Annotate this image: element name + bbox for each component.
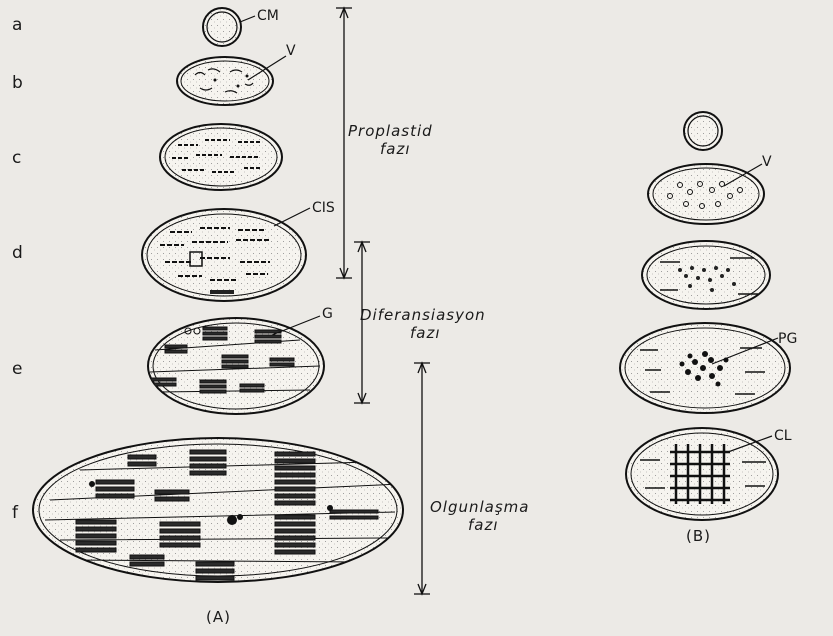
stage-f-chloroplast (33, 438, 403, 582)
stage-b1-proplastid (684, 112, 722, 150)
phase-olgunlasma-line2: fazı (468, 516, 499, 534)
phase-bar-proplastid (336, 8, 352, 278)
panel-label-a: (A) (206, 608, 231, 626)
stage-e-plastid (148, 318, 324, 414)
row-letter-d: d (12, 243, 23, 263)
stage-b-plastid (177, 57, 273, 105)
phase-diferansiasyon-line1: Diferansiasyon (360, 306, 486, 324)
phase-proplastid-line2: fazı (380, 140, 411, 158)
phase-diferansiasyon-line2: fazı (410, 324, 441, 342)
label-pg: PG (778, 331, 797, 347)
row-letter-b: b (12, 73, 23, 93)
stage-b4-plastid (620, 323, 790, 413)
phase-bar-olgunlasma (414, 363, 430, 594)
row-letter-c: c (12, 148, 21, 168)
stage-b3-plastid (642, 241, 770, 309)
row-letter-e: e (12, 359, 22, 379)
stage-c-plastid (160, 124, 282, 190)
phase-olgunlasma-line1: Olgunlaşma (430, 498, 530, 516)
label-v-a: V (286, 43, 296, 59)
row-letter-a: a (12, 15, 22, 35)
label-v-b: V (762, 154, 772, 170)
phase-proplastid-line1: Proplastid (348, 122, 433, 140)
label-cm: CM (257, 8, 279, 24)
label-g: G (322, 306, 333, 322)
label-cl: CL (774, 428, 792, 444)
label-cis: CIS (312, 200, 335, 216)
row-letter-f: f (12, 503, 19, 523)
stage-a-proplastid (203, 8, 241, 46)
panel-label-b: (B) (686, 527, 711, 545)
